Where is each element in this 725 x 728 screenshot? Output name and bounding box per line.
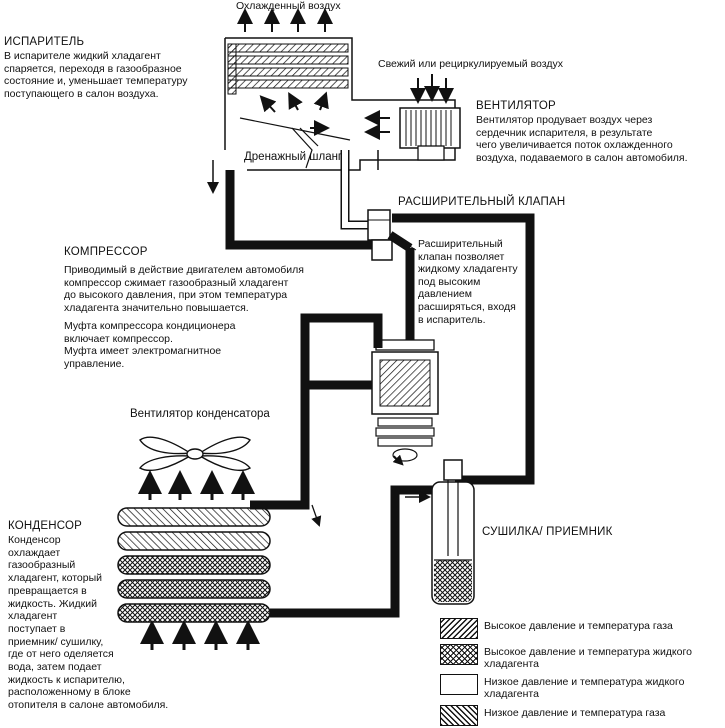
legend-swatch xyxy=(440,618,478,639)
expansion-valve-text: Расширительный клапан позволяет жидкому … xyxy=(418,238,518,326)
compressor-text: Приводимый в действие двигателем автомоб… xyxy=(64,264,304,314)
cooled-air-label: Охлажденный воздух xyxy=(236,0,341,12)
drain-hose-label: Дренажный шланг xyxy=(244,151,343,163)
condenser-text: Конденсор охлаждает газообразный хладаге… xyxy=(8,534,169,712)
pipe-high-pressure-gas xyxy=(300,313,383,390)
evaporator-title: ИСПАРИТЕЛЬ xyxy=(4,36,85,48)
legend-label: Низкое давление и температура жидкого хл… xyxy=(484,676,685,700)
legend-swatch xyxy=(440,705,478,726)
condenser-airflow-arrows xyxy=(138,470,260,650)
evaporator-flow-arrows xyxy=(259,91,390,140)
legend-swatch xyxy=(440,674,478,695)
compressor-title: КОМПРЕССОР xyxy=(64,246,148,258)
legend-item-low-pressure-gas: Низкое давление и температура газа xyxy=(440,705,665,726)
pipe-low-pressure-gas xyxy=(225,170,380,250)
expansion-valve xyxy=(367,209,393,261)
evaporator-core xyxy=(227,43,349,95)
blower-fan xyxy=(399,107,461,161)
drain-hose xyxy=(291,127,319,169)
legend-item-high-pressure-liquid: Высокое давление и температура жидкого х… xyxy=(440,644,692,670)
legend-item-low-pressure-liquid: Низкое давление и температура жидкого хл… xyxy=(440,674,684,700)
dryer-receiver xyxy=(431,459,475,605)
compressor xyxy=(371,339,439,466)
condenser-coil xyxy=(117,507,271,623)
condenser-fan xyxy=(138,436,252,472)
condenser-title: КОНДЕНСОР xyxy=(8,520,83,532)
legend-label: Высокое давление и температура жидкого х… xyxy=(484,646,692,670)
legend-item-high-pressure-gas: Высокое давление и температура газа xyxy=(440,618,673,639)
compressor-clutch-text: Муфта компрессора кондиционера включает … xyxy=(64,320,236,370)
dryer-title: СУШИЛКА/ ПРИЕМНИК xyxy=(482,526,613,538)
cooled-air-arrows xyxy=(237,8,333,32)
legend-swatch xyxy=(440,644,478,665)
fresh-air-arrows xyxy=(410,74,454,104)
condenser-fan-label: Вентилятор конденсатора xyxy=(130,408,270,420)
expansion-valve-title: РАСШИРИТЕЛЬНЫЙ КЛАПАН xyxy=(398,196,566,208)
legend-label: Низкое давление и температура газа xyxy=(484,707,666,719)
fresh-air-label: Свежий или рециркулируемый воздух xyxy=(378,58,563,70)
legend-label: Высокое давление и температура газа xyxy=(484,620,673,632)
fan-text: Вентилятор продувает воздух через сердеч… xyxy=(476,114,688,164)
evaporator-text: В испарителе жидкий хладагент спаряется,… xyxy=(4,50,188,100)
fan-title: ВЕНТИЛЯТОР xyxy=(476,100,556,112)
